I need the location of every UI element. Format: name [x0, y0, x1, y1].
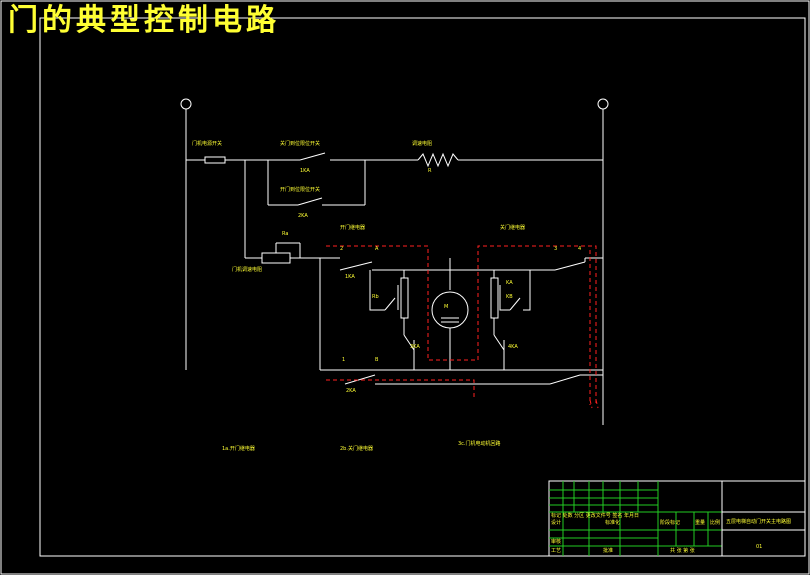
label-ka3: 3KA — [410, 344, 420, 350]
label-ra: Ra — [282, 231, 288, 237]
fuse — [204, 156, 226, 164]
label-ka4: 4KA — [508, 344, 518, 350]
speed-resistor — [417, 152, 459, 168]
relay-coil-left — [400, 277, 409, 319]
relay-coil-right — [490, 277, 499, 319]
legend-2: 2b.关门继电器 — [340, 445, 373, 452]
label-rb: Rb — [372, 294, 379, 300]
label-open-limit: 开门到位限位开关 — [280, 186, 320, 193]
close-relay-block — [490, 270, 531, 370]
label-kb: KA — [506, 280, 513, 286]
label-nb: B — [375, 357, 379, 363]
label-close-limit: 关门到位限位开关 — [280, 140, 320, 147]
label-close-relay: 关门继电器 — [500, 224, 525, 231]
label-n2: 2 — [340, 246, 343, 252]
tb-row1: 标记 处数 分区 更改文件号 签名 年月日 — [551, 512, 639, 519]
tb-review: 审核 — [551, 538, 561, 545]
bottom-line — [320, 369, 603, 385]
speed-branch — [245, 242, 603, 370]
label-sw2: 2KA — [298, 213, 308, 219]
tb-drawing-title: 五层电梯自动门开关主电路图 — [726, 518, 791, 525]
label-open-relay: 开门继电器 — [340, 224, 365, 231]
tb-designer: 设计 — [551, 519, 561, 526]
label-door-speed: 门机调速电阻 — [232, 266, 262, 273]
open-relay-block — [369, 270, 415, 370]
page-title: 门的典型控制电路 — [8, 3, 280, 38]
tb-sheets: 共 张 第 张 — [670, 547, 695, 554]
drawing-frame — [39, 17, 806, 557]
label-na: A — [375, 246, 379, 252]
label-motor: M — [444, 304, 448, 310]
legend-1: 1a.开门继电器 — [222, 445, 255, 452]
label-ka1: 1KA — [345, 274, 355, 280]
tb-standard: 标准化 — [605, 519, 620, 526]
legend-3: 3c.门机电动机回路 — [458, 440, 501, 447]
label-n4: 4 — [578, 246, 581, 252]
tb-weight: 重量 — [695, 519, 705, 526]
label-kc: KB — [506, 294, 513, 300]
labels: 门机电源开关 关门到位限位开关 开门到位限位开关 调速电阻 开门继电器 关门继电… — [192, 140, 581, 452]
label-resistor: 调速电阻 — [412, 140, 432, 147]
tb-approve: 批准 — [603, 547, 613, 554]
tb-craft: 工艺 — [551, 548, 561, 554]
control-dashed — [326, 245, 599, 409]
tb-scale: 比例 — [710, 519, 720, 526]
terminal-right — [597, 98, 609, 110]
label-n3: 3 — [554, 246, 557, 252]
label-door-power: 门机电源开关 — [192, 140, 222, 147]
label-sw1: 1KA — [300, 168, 310, 174]
door-speed-resistor — [261, 252, 291, 264]
motor — [431, 258, 469, 370]
label-ka2: 2KA — [346, 388, 356, 394]
label-n1: 1 — [342, 357, 345, 363]
title-block: 标记 处数 分区 更改文件号 签名 年月日 设计 标准化 阶段标记 重量 比例 … — [548, 480, 806, 557]
motor-symbol — [431, 291, 469, 329]
main-line — [186, 152, 603, 258]
terminal-left — [180, 98, 192, 110]
supply-rails — [180, 98, 609, 425]
label-r: R — [428, 168, 432, 174]
tb-stage: 阶段标记 — [660, 519, 680, 526]
tb-code: 01 — [756, 544, 762, 550]
